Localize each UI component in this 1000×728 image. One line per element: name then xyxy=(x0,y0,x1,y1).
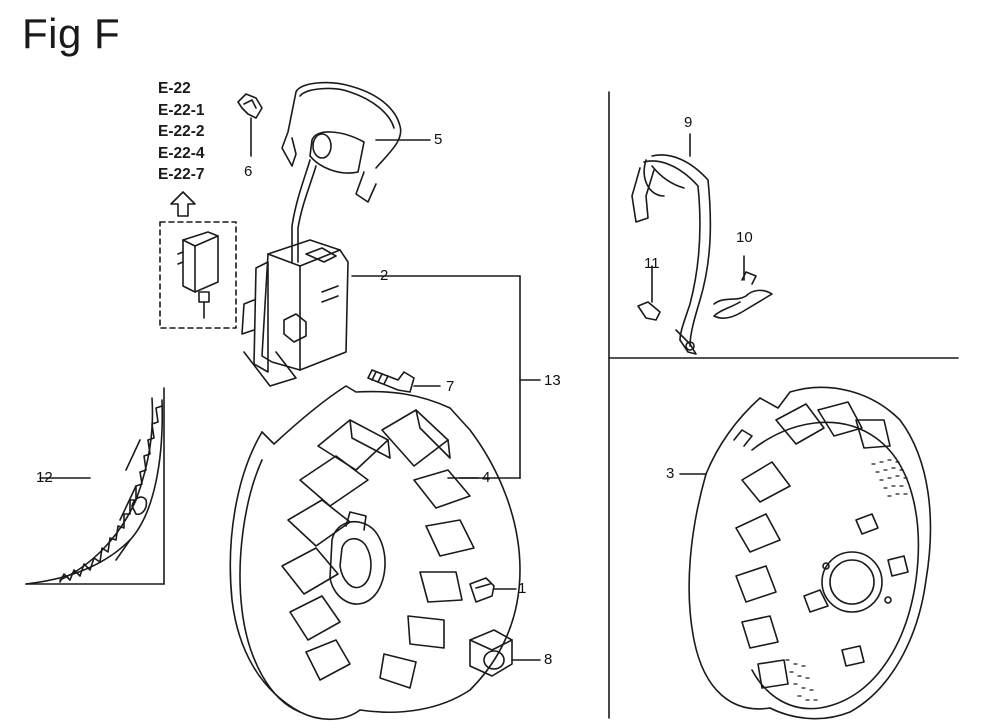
ignition-coil-part-2 xyxy=(241,239,521,387)
callout-3: 3 xyxy=(666,465,675,482)
screw-part-11 xyxy=(637,265,661,321)
flywheel-part-4 xyxy=(229,385,521,721)
callout-8: 8 xyxy=(544,651,553,668)
ring-gear-part-12 xyxy=(25,387,165,585)
spring-clip-part-10 xyxy=(713,255,773,319)
callout-7: 7 xyxy=(446,378,455,395)
callout-12: 12 xyxy=(36,469,53,486)
callout-4: 4 xyxy=(482,469,491,486)
callout-2: 2 xyxy=(380,267,389,284)
bolt-part-7 xyxy=(367,369,441,393)
assembly-bracket-13 xyxy=(459,275,541,479)
inset-coil-box xyxy=(159,221,237,329)
flywheel-part-3 xyxy=(679,386,932,720)
ref-code: E-22-1 xyxy=(158,101,205,119)
callout-5: 5 xyxy=(434,131,443,148)
ref-code: E-22-4 xyxy=(158,144,205,162)
figure-title: Fig F xyxy=(22,10,121,57)
clip-part-6 xyxy=(237,93,263,157)
ref-code: E-22-7 xyxy=(158,166,205,183)
callout-6: 6 xyxy=(244,163,253,180)
callout-13: 13 xyxy=(544,372,561,389)
wire-harness-part-9 xyxy=(631,133,712,355)
reference-code-list: E-22 E-22-1 E-22-2 E-22-4 E-22-7 xyxy=(158,78,205,186)
key-part-1 xyxy=(469,577,517,603)
ref-code: E-22 xyxy=(158,80,191,97)
callout-9: 9 xyxy=(684,114,693,131)
callout-11: 11 xyxy=(644,255,660,272)
nut-part-8 xyxy=(469,629,541,677)
callout-10: 10 xyxy=(736,229,753,246)
ref-code: E-22-2 xyxy=(158,123,205,140)
callout-1: 1 xyxy=(518,580,527,597)
plug-cap-wire-part-5 xyxy=(281,81,431,263)
up-arrow-icon xyxy=(170,191,196,217)
